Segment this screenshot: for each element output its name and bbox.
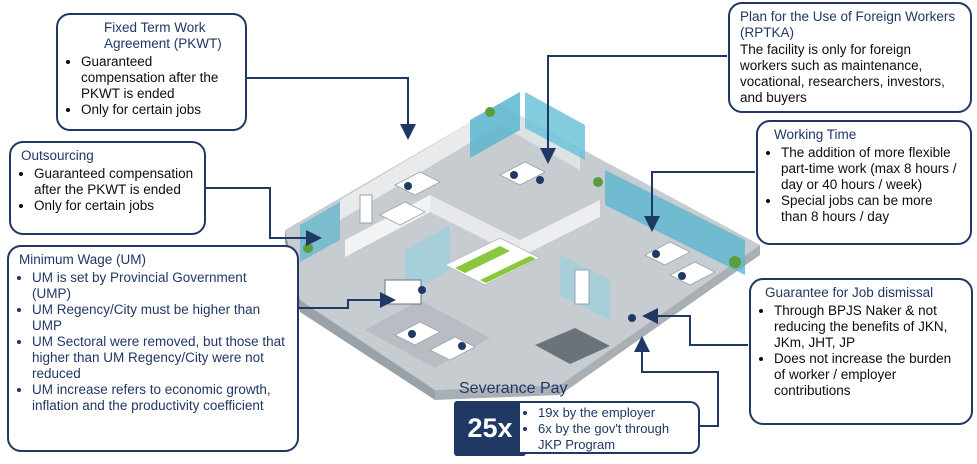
worker: [408, 330, 416, 338]
working-time-item: Special jobs can be more than 8 hours / …: [781, 193, 960, 225]
worker: [652, 250, 660, 258]
plant: [303, 243, 313, 253]
kitchen-counter: [443, 237, 542, 286]
worker: [458, 342, 466, 350]
working-time-list: The addition of more flexible part-time …: [768, 145, 960, 225]
floor-slab-edge-front: [300, 300, 435, 400]
desk: [644, 241, 691, 266]
desk: [499, 161, 546, 186]
job-dismissal-item: Does not increase the burden of worker /…: [774, 351, 961, 399]
severance-multiplier: 25x: [454, 401, 526, 456]
pkwt-title: Fixed Term Work Agreement (PKWT): [104, 20, 222, 51]
kitchen-accent: [455, 246, 510, 273]
severance-title: Severance Pay: [459, 380, 568, 397]
plant: [485, 107, 495, 117]
job-dismissal-title: Guarantee for Job dismissal: [765, 285, 934, 300]
outsourcing-callout: Outsourcing Guaranteed compensation afte…: [9, 141, 206, 235]
rptka-title: Plan for the Use of Foreign Workers (RPT…: [740, 9, 956, 40]
severance-list: 19x by the employer 6x by the gov't thro…: [520, 401, 700, 454]
plant: [729, 256, 741, 268]
partition-glass-1: [405, 225, 450, 295]
minimum-wage-title: Minimum Wage (UM): [19, 252, 147, 267]
outsourcing-item: Only for certain jobs: [34, 198, 194, 214]
desk: [394, 321, 441, 346]
minimum-wage-item: UM is set by Provincial Government (UMP): [32, 270, 287, 302]
partition-wall-3: [520, 200, 600, 257]
floor-mat: [535, 328, 610, 364]
working-time-title: Working Time: [774, 127, 857, 142]
job-dismissal-item: Through BPJS Naker & not reducing the be…: [774, 303, 961, 351]
minimum-wage-list: UM is set by Provincial Government (UMP)…: [19, 270, 287, 414]
outsourcing-item: Guaranteed compensation after the PKWT i…: [34, 166, 194, 198]
outsourcing-title: Outsourcing: [21, 148, 94, 163]
minimum-wage-item: UM Regency/City must be higher than UMP: [32, 302, 287, 334]
working-time-callout: Working Time The addition of more flexib…: [756, 120, 972, 245]
glass-window-back-1: [470, 92, 520, 158]
worker: [536, 176, 544, 184]
rptka-callout: Plan for the Use of Foreign Workers (RPT…: [728, 2, 972, 113]
severance-item: 19x by the employer: [538, 405, 692, 421]
job-dismissal-list: Through BPJS Naker & not reducing the be…: [761, 303, 961, 399]
worker: [404, 182, 412, 190]
outsourcing-list: Guaranteed compensation after the PKWT i…: [21, 166, 194, 214]
pkwt-callout: Fixed Term Work Agreement (PKWT) Guarant…: [56, 13, 247, 131]
plant: [593, 177, 603, 187]
back-wall-left: [340, 105, 500, 220]
presentation-screen: [384, 279, 422, 305]
minimum-wage-callout: Minimum Wage (UM) UM is set by Provincia…: [7, 245, 299, 452]
severance-item: 6x by the gov't through JKP Program: [538, 421, 692, 453]
pkwt-item: Guaranteed compensation after the PKWT i…: [81, 54, 235, 102]
worker: [628, 314, 636, 322]
bookshelf: [574, 269, 590, 305]
pkwt-item: Only for certain jobs: [81, 102, 235, 118]
job-dismissal-callout: Guarantee for Job dismissal Through BPJS…: [749, 278, 973, 425]
worker: [678, 272, 686, 280]
pkwt-list: Guaranteed compensation after the PKWT i…: [68, 54, 235, 118]
working-time-item: The addition of more flexible part-time …: [781, 145, 960, 193]
rptka-description: The facility is only for foreign workers…: [740, 42, 945, 105]
desk: [379, 201, 426, 226]
worker: [418, 286, 426, 294]
minimum-wage-item: UM Sectoral were removed, but those that…: [32, 334, 287, 382]
kitchen-accent-2: [480, 256, 536, 283]
workers: [404, 171, 686, 350]
minimum-wage-item: UM increase refers to economic growth, i…: [32, 382, 287, 414]
worker: [510, 171, 518, 179]
bookshelf: [359, 194, 373, 224]
